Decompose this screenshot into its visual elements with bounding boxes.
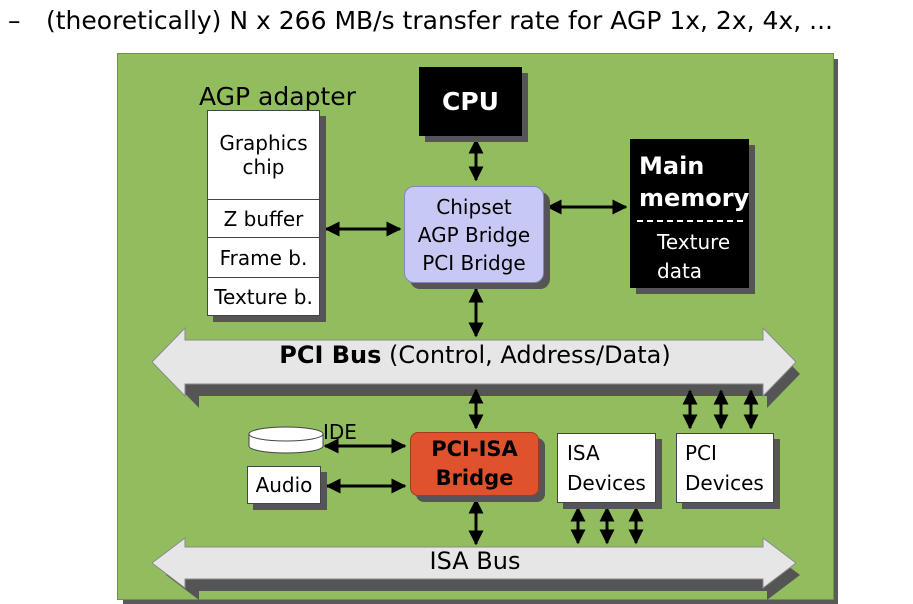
z-buffer: Z buffer (208, 199, 319, 237)
chipset-line3: PCI Bridge (422, 250, 526, 275)
isa-bus-arrow (151, 536, 800, 600)
agp-adapter-title: AGP adapter (199, 82, 356, 111)
pci-isa-line2: Bridge (435, 466, 514, 490)
chipset-line2: AGP Bridge (417, 222, 531, 247)
frame-buffer: Frame b. (208, 237, 319, 277)
main-memory-box: Main memory Texture data (630, 139, 749, 288)
main-memory-line2: memory (639, 184, 750, 212)
bullet-dash: – (8, 6, 21, 35)
bullet-text: (theoretically) N x 266 MB/s transfer ra… (46, 6, 833, 35)
pci-bus-arrow (151, 326, 800, 408)
pci-bus-label: PCI Bus (Control, Address/Data) (150, 341, 800, 369)
audio-label: Audio (255, 473, 313, 497)
cpu-box: CPU (419, 67, 522, 136)
pci-devices-box: PCI Devices (676, 433, 774, 503)
texture-data-line1: Texture (657, 230, 731, 254)
main-memory-line1: Main (639, 152, 705, 180)
pci-bus-bold: PCI Bus (279, 341, 382, 369)
chipset-box: Chipset AGP Bridge PCI Bridge (404, 186, 544, 283)
pci-isa-bridge-box: PCI-ISA Bridge (410, 432, 539, 496)
isa-devices-line2: Devices (567, 471, 646, 495)
ide-label: IDE (323, 420, 357, 444)
bullet-line: –(theoretically) N x 266 MB/s transfer r… (8, 6, 833, 35)
cpu-label: CPU (442, 87, 499, 116)
graphics-chip-line1: Graphics (219, 131, 308, 155)
audio-box: Audio (247, 466, 321, 504)
pci-isa-line1: PCI-ISA (431, 437, 518, 461)
ide-disk-icon (248, 426, 324, 454)
graphics-chip-line2: chip (242, 155, 285, 179)
texture-data-line2: data (657, 259, 703, 283)
agp-adapter: Graphics chip Z buffer Frame b. Texture … (207, 110, 320, 316)
graphics-chip: Graphics chip (208, 111, 319, 199)
isa-devices-line1: ISA (567, 441, 600, 465)
texture-buffer: Texture b. (208, 277, 319, 315)
isa-devices-box: ISA Devices (557, 433, 656, 503)
chipset-line1: Chipset (436, 194, 512, 219)
main-memory-title: Main memory (639, 150, 749, 214)
pci-devices-line1: PCI (685, 441, 717, 465)
isa-bus-label: ISA Bus (429, 547, 521, 575)
main-memory-divider (637, 220, 743, 222)
texture-data: Texture data (657, 228, 730, 286)
pci-devices-line2: Devices (685, 471, 764, 495)
pci-bus-detail: (Control, Address/Data) (381, 341, 671, 369)
